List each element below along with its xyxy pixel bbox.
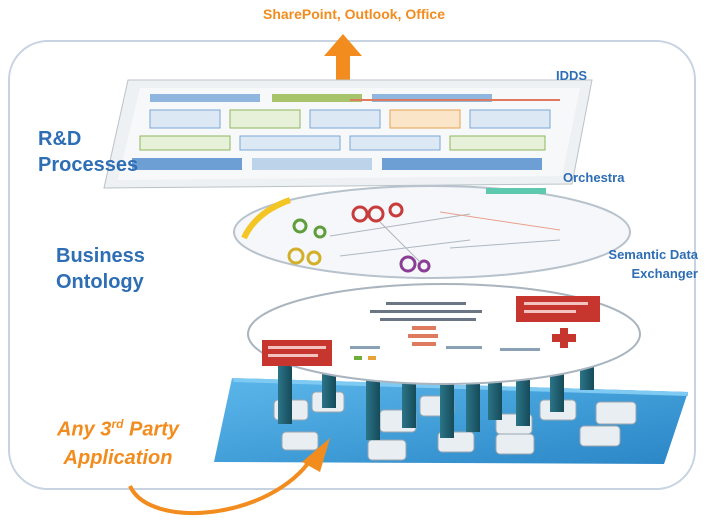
- third-party-sup: rd: [111, 417, 124, 431]
- third-party-line2: Application: [63, 446, 173, 469]
- rd-processes-line1: R&D: [38, 128, 82, 150]
- semantic-data-exchanger-label: Semantic Data Exchanger: [588, 245, 698, 283]
- diagram-frame: [8, 40, 696, 490]
- curved-arrow-icon: [128, 438, 330, 515]
- business-ontology-label: Business Ontology: [56, 243, 145, 295]
- business-ontology-line2: Ontology: [56, 271, 144, 293]
- rd-processes-line2: Processes: [38, 154, 139, 176]
- business-ontology-line1: Business: [56, 245, 145, 267]
- third-party-prefix: Any 3: [56, 418, 112, 441]
- sde-layer: [247, 283, 641, 385]
- sde-line1: Semantic Data: [608, 247, 698, 262]
- third-party-application-label: Any 3rd Party Application: [18, 410, 218, 472]
- output-apps-label: SharePoint, Outlook, Office: [262, 6, 446, 22]
- idds-label: IDDS: [556, 68, 588, 83]
- rd-processes-label: R&D Processes: [38, 126, 138, 178]
- sde-line2: Exchanger: [631, 266, 698, 281]
- third-party-line1: Any 3rd Party: [18, 410, 218, 444]
- up-arrow-icon: [324, 34, 362, 84]
- orchestra-label: Orchestra: [563, 170, 625, 185]
- orchestra-layer: [233, 185, 631, 279]
- third-party-suffix: Party: [123, 418, 180, 441]
- idds-layer: [103, 79, 593, 189]
